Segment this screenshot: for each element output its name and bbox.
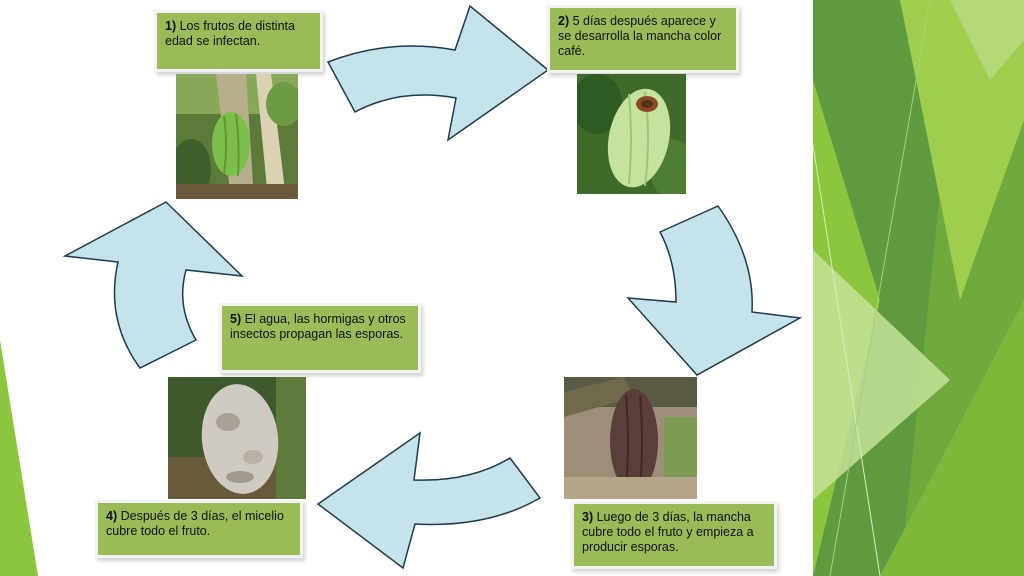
caption-step-3: 3) Luego de 3 días, la mancha cubre todo… [574, 504, 774, 566]
step-5-text: El agua, las hormigas y otros insectos p… [230, 312, 406, 341]
arrow-3-to-4 [316, 431, 542, 570]
step-1-number: 1) [165, 19, 177, 33]
caption-step-1: 1) Los frutos de distinta edad se infect… [157, 13, 320, 69]
step-5-number: 5) [230, 312, 242, 326]
photo-pod-covered-spot [564, 377, 697, 499]
caption-step-4: 4) Después de 3 días, el micelio cubre t… [98, 503, 300, 555]
photo-pod-brown-spot [577, 74, 686, 194]
step-1-text: Los frutos de distinta edad se infectan. [165, 19, 295, 48]
arrow-1-to-2 [326, 4, 550, 142]
caption-step-2: 2) 5 días después aparece y se desarroll… [550, 8, 736, 70]
photo-pod-mycelium [168, 377, 306, 499]
caption-step-5: 5) El agua, las hormigas y otros insecto… [222, 306, 418, 370]
step-4-number: 4) [106, 509, 118, 523]
arrow-5-to-1 [62, 201, 245, 369]
arrow-2-to-3 [626, 205, 803, 376]
step-2-text: 5 días después aparece y se desarrolla l… [558, 14, 722, 58]
step-4-text: Después de 3 días, el micelio cubre todo… [106, 509, 284, 538]
step-2-number: 2) [558, 14, 570, 28]
photo-healthy-pod [176, 74, 298, 199]
step-3-number: 3) [582, 510, 594, 524]
step-3-text: Luego de 3 días, la mancha cubre todo el… [582, 510, 754, 554]
